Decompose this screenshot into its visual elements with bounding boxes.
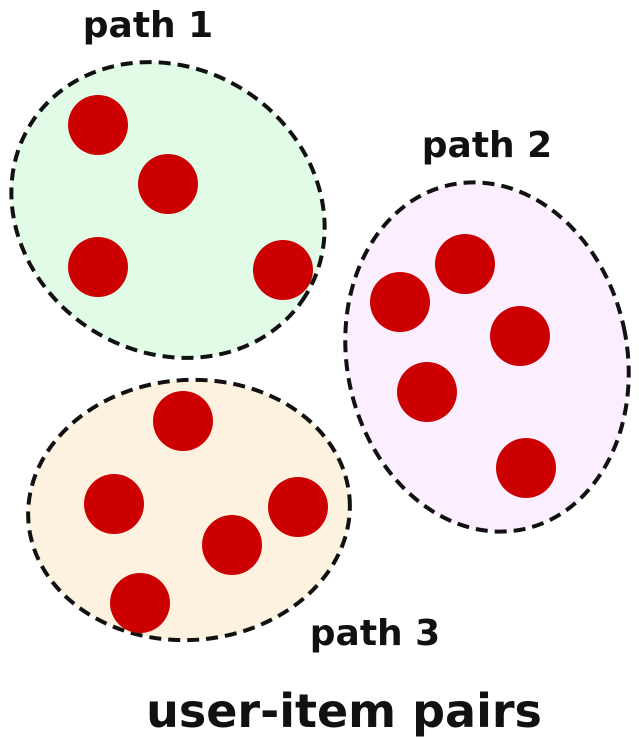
cluster-path-1 [9, 60, 327, 360]
cluster-path-1-label: path 1 [83, 5, 213, 46]
pair-dot [68, 237, 128, 297]
pair-dot [253, 240, 313, 300]
cluster-path-3-label: path 3 [310, 613, 440, 654]
pair-dot [110, 573, 170, 633]
pair-dot [138, 154, 198, 214]
pair-dot [202, 515, 262, 575]
pair-dot [496, 438, 556, 498]
cluster-path-3-dots [84, 391, 328, 633]
cluster-path-1-shape [9, 60, 327, 360]
pair-dot [84, 474, 144, 534]
cluster-path-3-shape [26, 377, 352, 643]
diagram-caption: user-item pairs [146, 684, 542, 738]
pair-dot [490, 306, 550, 366]
cluster-path-2-dots [370, 234, 556, 498]
pair-dot [435, 234, 495, 294]
cluster-path-2-label: path 2 [422, 125, 552, 166]
cluster-path-2-shape [343, 180, 631, 534]
pair-dot [268, 477, 328, 537]
pair-dot [397, 362, 457, 422]
pair-dot [153, 391, 213, 451]
cluster-path-1-dots [68, 95, 313, 300]
cluster-path-3 [26, 377, 352, 643]
cluster-path-2 [343, 180, 631, 534]
pair-dot [370, 272, 430, 332]
pair-dot [68, 95, 128, 155]
